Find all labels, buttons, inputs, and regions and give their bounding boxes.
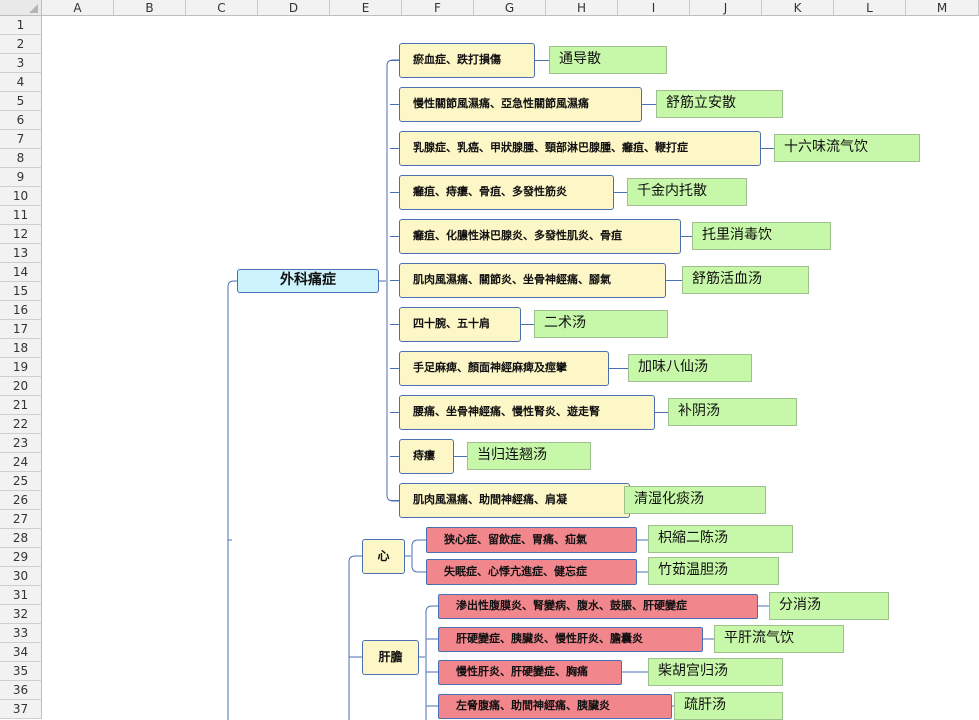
row-header-36[interactable]: 36 (0, 681, 42, 700)
column-header-d[interactable]: D (258, 0, 330, 16)
row-header-15[interactable]: 15 (0, 282, 42, 301)
row-header-19[interactable]: 19 (0, 358, 42, 377)
row-header-34[interactable]: 34 (0, 643, 42, 662)
row-header-37[interactable]: 37 (0, 700, 42, 719)
row-header-27[interactable]: 27 (0, 510, 42, 529)
remedy-node[interactable]: 补阴汤 (668, 398, 797, 426)
row-header-8[interactable]: 8 (0, 149, 42, 168)
row-header-5[interactable]: 5 (0, 92, 42, 111)
row-header-33[interactable]: 33 (0, 624, 42, 643)
symptom-node[interactable]: 肌肉風濕痛、助間神經痛、肩凝 (399, 483, 630, 518)
remedy-node[interactable]: 托里消毒饮 (692, 222, 831, 250)
column-header-h[interactable]: H (546, 0, 618, 16)
row-header-12[interactable]: 12 (0, 225, 42, 244)
organ-symptom-node[interactable]: 肝硬變症、胰臟炎、慢性肝炎、膽囊炎 (438, 627, 703, 652)
connector-line (348, 555, 356, 720)
remedy-node[interactable]: 竹茹温胆汤 (648, 557, 779, 585)
column-header-a[interactable]: A (42, 0, 114, 16)
connector-line (227, 280, 237, 720)
connector-line (426, 638, 438, 707)
symptom-node[interactable]: 腰痛、坐骨神經痛、慢性腎炎、遊走腎 (399, 395, 655, 430)
row-header-35[interactable]: 35 (0, 662, 42, 681)
symptom-node[interactable]: 痔瘻 (399, 439, 454, 474)
organ-symptom-node[interactable]: 失眠症、心悸亢進症、健忘症 (426, 559, 637, 585)
symptom-node[interactable]: 癰疽、痔瘻、骨疽、多發性筋炎 (399, 175, 614, 210)
connector-line (386, 59, 399, 502)
organ-node-liver[interactable]: 肝膽 (362, 640, 419, 675)
row-header-1[interactable]: 1 (0, 16, 42, 35)
remedy-node[interactable]: 加味八仙汤 (628, 354, 752, 382)
remedy-node[interactable]: 疏肝汤 (674, 692, 783, 720)
row-header-11[interactable]: 11 (0, 206, 42, 225)
row-header-14[interactable]: 14 (0, 263, 42, 282)
symptom-node[interactable]: 瘀血症、跌打損傷 (399, 43, 535, 78)
symptom-node[interactable]: 乳腺症、乳癌、甲狀腺腫、頸部淋巴腺腫、癰疽、鞭打症 (399, 131, 761, 166)
column-header-l[interactable]: L (834, 0, 906, 16)
row-header-23[interactable]: 23 (0, 434, 42, 453)
row-header-28[interactable]: 28 (0, 529, 42, 548)
connector-line (425, 605, 438, 720)
symptom-node[interactable]: 手足麻痺、顏面神經麻痺及痙攣 (399, 351, 609, 386)
row-header-20[interactable]: 20 (0, 377, 42, 396)
row-header-24[interactable]: 24 (0, 453, 42, 472)
symptom-node[interactable]: 四十腕、五十肩 (399, 307, 521, 342)
row-header-13[interactable]: 13 (0, 244, 42, 263)
row-header-10[interactable]: 10 (0, 187, 42, 206)
remedy-node[interactable]: 枳縮二陈汤 (648, 525, 793, 553)
organ-symptom-node[interactable]: 左脅腹痛、助間神經痛、胰臟炎 (438, 694, 672, 719)
row-header-25[interactable]: 25 (0, 472, 42, 491)
remedy-node[interactable]: 清湿化痰汤 (624, 486, 766, 514)
row-header-32[interactable]: 32 (0, 605, 42, 624)
symptom-node[interactable]: 癰疽、化膿性淋巴腺炎、多發性肌炎、骨疽 (399, 219, 681, 254)
column-header-c[interactable]: C (186, 0, 258, 16)
symptom-node[interactable]: 肌肉風濕痛、關節炎、坐骨神經痛、腳氣 (399, 263, 666, 298)
remedy-node[interactable]: 平肝流气饮 (714, 625, 844, 653)
row-header-26[interactable]: 26 (0, 491, 42, 510)
row-header-30[interactable]: 30 (0, 567, 42, 586)
column-header-j[interactable]: J (690, 0, 762, 16)
column-header-b[interactable]: B (114, 0, 186, 16)
remedy-node[interactable]: 十六味流气饮 (774, 134, 920, 162)
remedy-node[interactable]: 千金内托散 (627, 178, 747, 206)
remedy-node[interactable]: 分消汤 (769, 592, 889, 620)
select-all-triangle-icon (29, 4, 38, 13)
row-header-2[interactable]: 2 (0, 35, 42, 54)
column-header-g[interactable]: G (474, 0, 546, 16)
column-header-e[interactable]: E (330, 0, 402, 16)
row-header-22[interactable]: 22 (0, 415, 42, 434)
remedy-node[interactable]: 通导散 (549, 46, 667, 74)
select-all-corner[interactable] (0, 0, 42, 16)
column-header-f[interactable]: F (402, 0, 474, 16)
remedy-node[interactable]: 舒筋活血汤 (682, 266, 809, 294)
organ-symptom-node[interactable]: 滲出性腹膜炎、腎變病、腹水、鼓脹、肝硬變症 (438, 594, 758, 619)
row-header-17[interactable]: 17 (0, 320, 42, 339)
organ-symptom-node[interactable]: 慢性肝炎、肝硬變症、胸痛 (438, 660, 622, 685)
remedy-node[interactable]: 舒筋立安散 (656, 90, 783, 118)
root-node-surgical-pain[interactable]: 外科痛症 (237, 269, 379, 293)
row-header-4[interactable]: 4 (0, 73, 42, 92)
row-header-16[interactable]: 16 (0, 301, 42, 320)
column-header-k[interactable]: K (762, 0, 834, 16)
organ-node-heart[interactable]: 心 (362, 539, 405, 574)
connector-line (411, 539, 426, 573)
row-header-6[interactable]: 6 (0, 111, 42, 130)
remedy-node[interactable]: 当归连翘汤 (467, 442, 591, 470)
row-header-29[interactable]: 29 (0, 548, 42, 567)
symptom-node[interactable]: 慢性關節風濕痛、亞急性關節風濕痛 (399, 87, 642, 122)
column-header-i[interactable]: I (618, 0, 690, 16)
remedy-node[interactable]: 柴胡宫归汤 (648, 658, 783, 686)
organ-symptom-node[interactable]: 狭心症、留飲症、胃痛、疝氣 (426, 527, 637, 553)
row-header-9[interactable]: 9 (0, 168, 42, 187)
row-header-18[interactable]: 18 (0, 339, 42, 358)
remedy-node[interactable]: 二术汤 (534, 310, 668, 338)
row-header-31[interactable]: 31 (0, 586, 42, 605)
row-header-21[interactable]: 21 (0, 396, 42, 415)
row-header-7[interactable]: 7 (0, 130, 42, 149)
row-header-3[interactable]: 3 (0, 54, 42, 73)
